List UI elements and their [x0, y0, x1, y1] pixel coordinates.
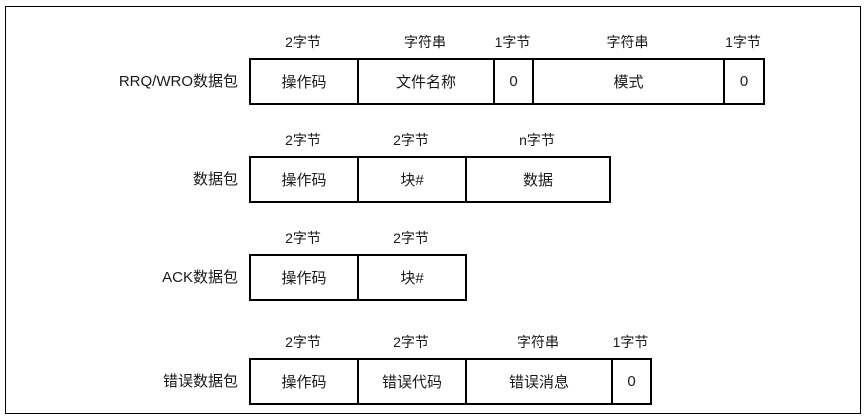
packet-field-box: 0	[611, 358, 652, 405]
packet-field-box: 操作码	[249, 156, 359, 203]
packet-field-box: 操作码	[249, 254, 359, 301]
packet-field-size-label: 字符串	[517, 334, 559, 350]
packet-field-box: 块#	[357, 254, 467, 301]
packet-field-size-label: 2字节	[393, 230, 429, 246]
packet-field-size-label: 2字节	[393, 334, 429, 350]
packet-field-size-label: 2字节	[393, 132, 429, 148]
packet-row-label: 错误数据包	[162, 373, 238, 390]
packet-field-size-label: 2字节	[285, 230, 321, 246]
packet-row-label: 数据包	[192, 171, 238, 188]
packet-field-size-label: 1字节	[612, 334, 649, 350]
packet-field-box: 数据	[465, 156, 611, 203]
packet-field-size-label: 1字节	[494, 34, 531, 50]
packet-row-label: ACK数据包	[162, 269, 238, 286]
packet-field-size-label: 字符串	[606, 34, 649, 50]
packet-field-size-label: 2字节	[285, 132, 321, 148]
packet-field-box: 模式	[532, 58, 725, 105]
packet-field-box: 文件名称	[357, 58, 495, 105]
packet-field-box: 块#	[357, 156, 467, 203]
packet-row: 数据包 2字节操作码 2字节块# n字节数据	[6, 127, 860, 203]
packet-row: ACK数据包 2字节操作码 2字节块#	[6, 225, 860, 301]
packet-field-size-label: n字节	[519, 132, 555, 148]
packet-field-size-label: 2字节	[285, 334, 321, 350]
packet-row: 错误数据包 2字节操作码 2字节错误代码 字符串错误消息 1字节 0	[6, 329, 860, 405]
packet-field-box: 操作码	[249, 358, 359, 405]
packet-field-box: 操作码	[249, 58, 359, 105]
packet-field-box: 0	[723, 58, 765, 105]
packet-field-size-label: 字符串	[404, 34, 446, 50]
packet-field-size-label: 2字节	[285, 34, 321, 50]
packet-row-label: RRQ/WRO数据包	[118, 73, 238, 90]
packet-field-size-label: 1字节	[725, 34, 761, 50]
packet-field-box: 0	[493, 58, 534, 105]
packet-field-box: 错误代码	[357, 358, 467, 405]
packet-field-box: 错误消息	[465, 358, 613, 405]
